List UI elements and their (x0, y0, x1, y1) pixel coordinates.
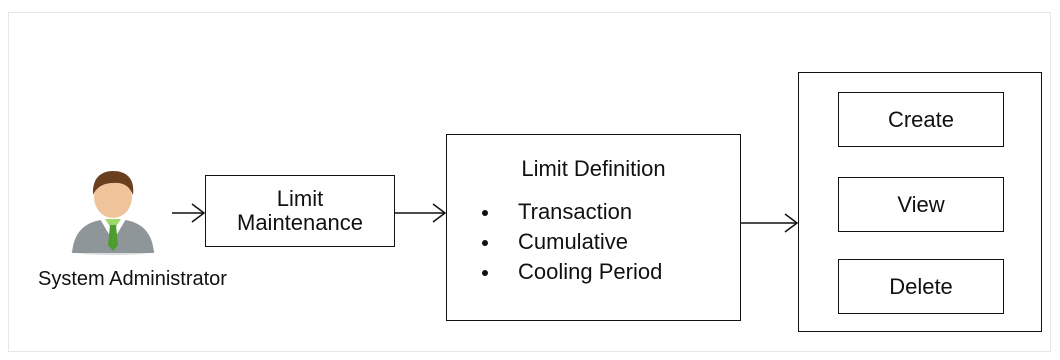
list-item: Cooling Period (478, 259, 662, 289)
person-icon (71, 171, 155, 255)
arrow-actor-to-maintenance (172, 203, 206, 223)
list-item-label: Transaction (518, 199, 633, 224)
bullet-icon (482, 210, 488, 216)
arrow-maintenance-to-definition (395, 203, 447, 223)
create-box: Create (838, 92, 1004, 147)
list-item-label: Cooling Period (518, 259, 663, 284)
bullet-icon (482, 240, 488, 246)
bullet-icon (482, 270, 488, 276)
actor-label: System Administrator (38, 268, 227, 290)
list-item-label: Cumulative (518, 229, 629, 254)
list-item: Cumulative (478, 229, 662, 259)
limit-maintenance-line2: Maintenance (237, 210, 363, 235)
delete-box: Delete (838, 259, 1004, 314)
limit-maintenance-box: Limit Maintenance (205, 175, 395, 247)
arrow-definition-to-operations (741, 213, 799, 233)
diagram-frame (8, 12, 1051, 352)
list-item: Transaction (478, 199, 662, 229)
view-box: View (838, 177, 1004, 232)
limit-definition-box: Limit Definition Transaction Cumulative … (446, 134, 741, 321)
limit-maintenance-line1: Limit (276, 186, 324, 211)
limit-definition-title: Limit Definition (521, 156, 666, 181)
limit-definition-list: Transaction Cumulative Cooling Period (478, 199, 662, 289)
